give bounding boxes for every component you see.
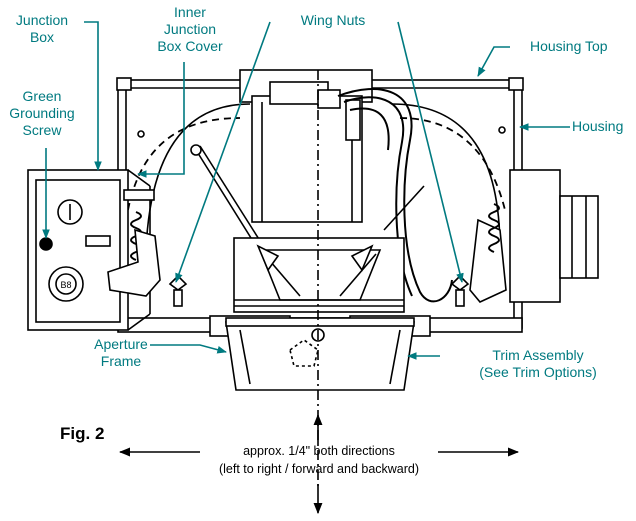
svg-text:B8: B8	[60, 280, 71, 290]
figure-label: Fig. 2	[60, 424, 105, 443]
callout-leaders	[42, 21, 570, 360]
aperture-frame-label: Aperture Frame	[94, 336, 148, 369]
adjust-note-line2: (left to right / forward and backward)	[218, 462, 420, 476]
green-grounding-screw-label: Green Grounding Screw	[9, 88, 75, 138]
wing-nuts-label: Wing Nuts	[300, 12, 366, 28]
side-assembly	[469, 169, 599, 303]
aperture-trim	[225, 317, 415, 391]
adjust-note-line1: approx. 1/4" both directions	[243, 444, 395, 458]
center-assembly	[239, 69, 373, 223]
trim-assembly-label: Trim Assembly (See Trim Options)	[479, 347, 597, 380]
junction-box: B8	[27, 169, 155, 331]
reflector	[233, 237, 405, 313]
housing-top-label: Housing Top	[530, 38, 608, 54]
inner-junction-box-cover-label: Inner Junction Box Cover	[157, 4, 223, 54]
junction-box-label: Junction Box	[15, 12, 69, 45]
adjustment-arrows	[118, 70, 520, 515]
housing-label: Housing	[572, 118, 624, 134]
